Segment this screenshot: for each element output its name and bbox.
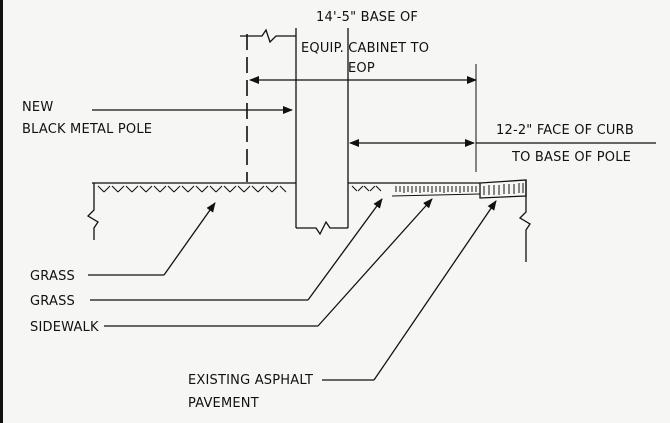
right-break-line — [518, 180, 531, 262]
equipment-cabinet-base — [295, 28, 349, 236]
ground-grass-left — [92, 182, 296, 193]
pole-top-break — [240, 28, 296, 44]
asphalt-label-line1: EXISTING ASPHALT — [188, 373, 313, 388]
asphalt-label-line2: PAVEMENT — [188, 396, 259, 411]
dim-top-label-line3: EOP — [348, 61, 375, 76]
dim-top-label-line2: EQUIP. CABINET TO — [301, 41, 429, 56]
sidewalk-label: SIDEWALK — [30, 320, 99, 335]
dim-right-label-line1: 12-2" FACE OF CURB — [496, 123, 634, 138]
grass-left-label: GRASS — [30, 269, 75, 284]
grass-right-label: GRASS — [30, 294, 75, 309]
dim-top-label-line1: 14'-5" BASE OF — [316, 10, 418, 25]
dim-right-label-line2: TO BASE OF POLE — [511, 150, 631, 165]
pole-note-line1: NEW — [22, 100, 53, 115]
ground-grass-right — [348, 182, 392, 192]
asphalt-pavement — [479, 179, 527, 199]
sidewalk-section — [391, 182, 481, 197]
left-break-line — [86, 183, 99, 240]
pole-note-line2: BLACK METAL POLE — [22, 122, 152, 137]
